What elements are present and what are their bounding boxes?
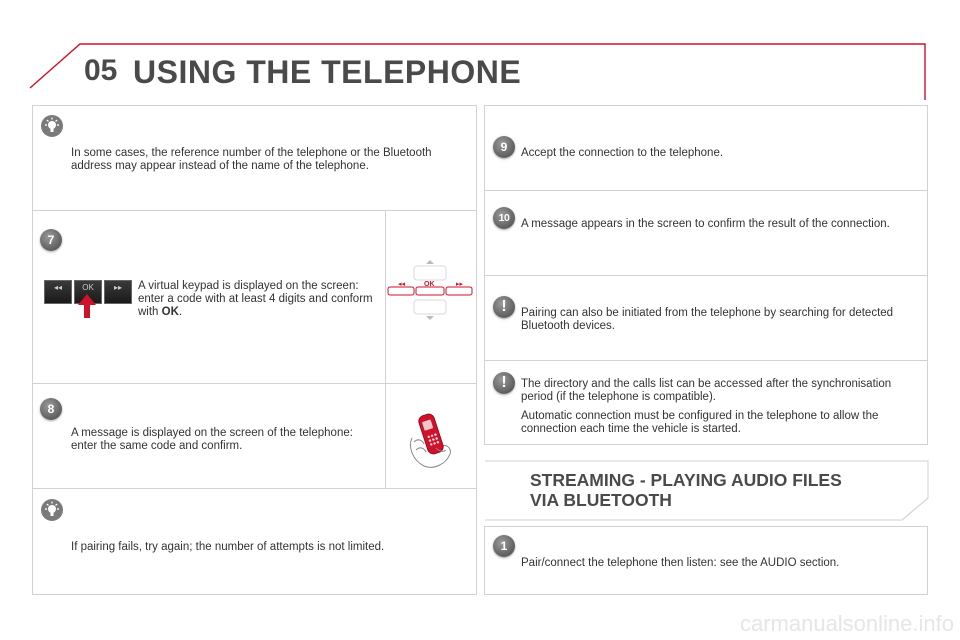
warning-directory-para-1: The directory and the calls list can be … <box>521 378 892 403</box>
streaming-title: STREAMING - PLAYING AUDIO FILES VIA BLUE… <box>530 470 842 510</box>
warning-directory-para-2: Automatic connection must be configured … <box>521 410 879 435</box>
left-divider-3 <box>32 488 477 489</box>
left-divider-2 <box>32 383 477 384</box>
right-divider-3 <box>484 360 928 361</box>
forward-key: ▸▸ <box>104 280 132 304</box>
arrow-up-icon <box>78 294 96 318</box>
step-1-text: Pair/connect the telephone then listen: … <box>521 557 840 569</box>
step-10-text: A message appears in the screen to confi… <box>521 218 890 230</box>
streaming-header-frame <box>485 460 929 521</box>
step-7-badge: 7 <box>40 229 62 251</box>
ok-control-icon: ◂◂ OK ▸▸ <box>387 260 473 320</box>
chapter-number: 05 <box>84 54 118 87</box>
right-divider-1 <box>484 190 928 191</box>
streaming-title-line-1: STREAMING - PLAYING AUDIO FILES <box>530 470 842 490</box>
rewind-key: ◂◂ <box>44 280 72 304</box>
step-9-badge: 9 <box>493 136 515 158</box>
ok-control-label: OK <box>424 281 435 288</box>
page-title: USING THE TELEPHONE <box>133 54 522 90</box>
svg-text:◂◂: ◂◂ <box>398 281 406 288</box>
step-9-text: Accept the connection to the telephone. <box>521 147 724 159</box>
streaming-panel <box>484 526 928 595</box>
svg-text:▸▸: ▸▸ <box>456 281 464 288</box>
left-image-divider <box>385 210 386 488</box>
exclamation-icon: ! <box>493 372 515 394</box>
note-reference-number: In some cases, the reference number of t… <box>71 147 432 172</box>
note-pairing-fails: If pairing fails, try again; the number … <box>71 541 385 553</box>
bulb-icon <box>41 115 63 137</box>
warning-pairing-from-phone: Pairing can also be initiated from the t… <box>521 307 894 332</box>
virtual-keypad: ◂◂ OK ▸▸ <box>44 280 132 304</box>
left-panel <box>32 105 477 595</box>
phone-in-hand-icon <box>410 413 451 468</box>
step-10-badge: 10 <box>493 207 515 229</box>
step-1-badge: 1 <box>493 535 515 557</box>
streaming-title-line-2: VIA BLUETOOTH <box>530 490 672 510</box>
warning-directory: The directory and the calls list can be … <box>521 378 916 442</box>
step-7-text: A virtual keypad is displayed on the scr… <box>138 280 373 318</box>
exclamation-icon: ! <box>493 296 515 318</box>
header-frame <box>29 43 926 100</box>
left-divider-1 <box>32 210 477 211</box>
right-divider-2 <box>484 275 928 276</box>
bulb-icon <box>41 499 63 521</box>
step-8-text: A message is displayed on the screen of … <box>71 427 353 452</box>
step-8-badge: 8 <box>40 398 62 420</box>
ok-key: OK <box>74 280 102 304</box>
watermark: carmanualsonline.info <box>739 611 954 636</box>
